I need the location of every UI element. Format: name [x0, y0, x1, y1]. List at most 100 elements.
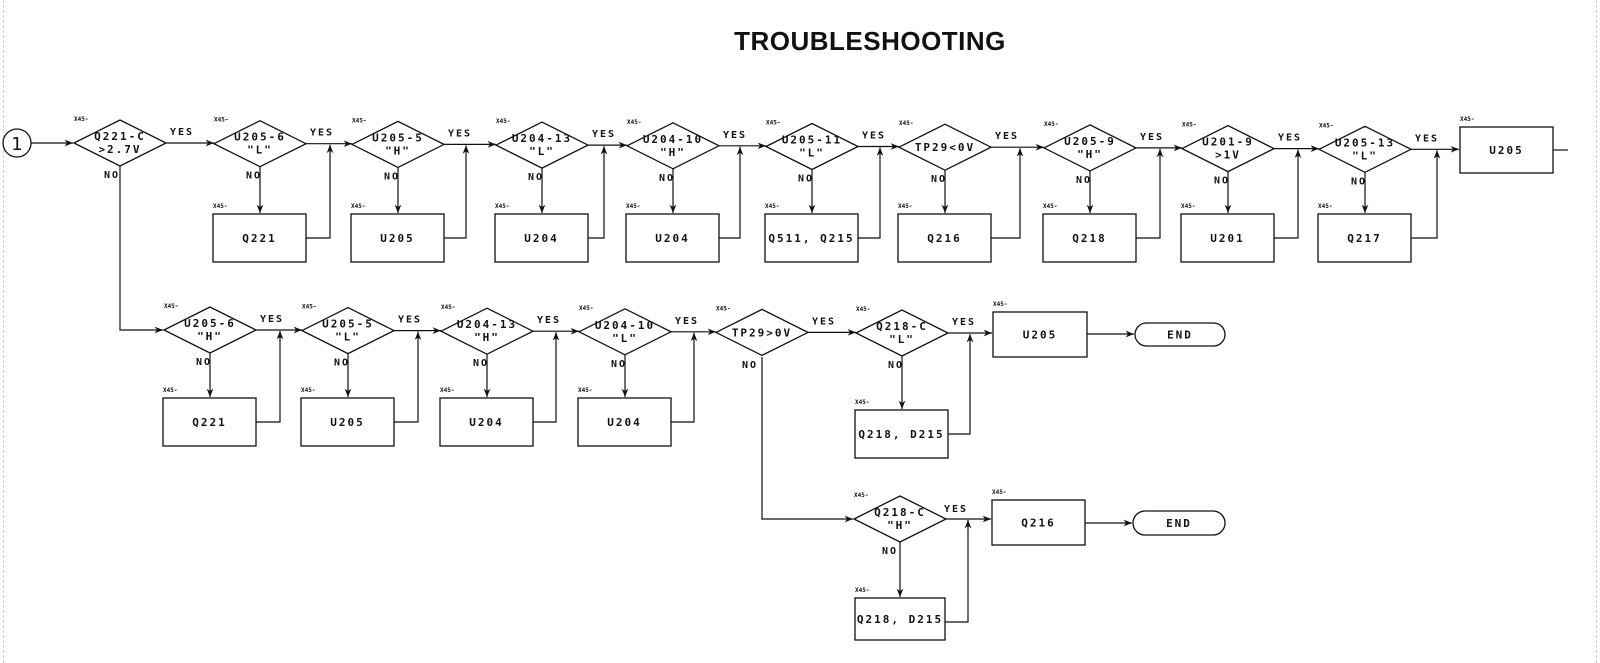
decision-condition: "L": [1352, 149, 1378, 162]
connector-arrow: [533, 332, 560, 423]
reference-label: X45-: [856, 306, 870, 313]
decision-condition: "H": [385, 144, 411, 157]
component-label: U205: [1023, 329, 1058, 342]
decision-test-point: U201-9: [1202, 136, 1254, 149]
reference-label: X45-: [1043, 203, 1057, 210]
decision-condition: "H": [474, 331, 500, 344]
decision-condition: "H": [660, 146, 686, 159]
component-label: Q216: [927, 232, 962, 245]
process-box: [1317, 213, 1412, 263]
reference-label: X45-: [1460, 116, 1474, 123]
decision-condition: "H": [1077, 148, 1103, 161]
reference-label: X45-: [992, 489, 1006, 496]
connector-arrow: [945, 520, 972, 623]
end-terminal: END: [1134, 322, 1226, 347]
process-box: [854, 597, 946, 641]
component-label: U201: [1210, 232, 1245, 245]
no-label: NO: [246, 171, 262, 182]
process-box: [162, 397, 257, 447]
decision-r1-5: U205-11"L"X45-: [764, 120, 860, 171]
no-label: NO: [334, 358, 350, 369]
reference-label: X45-: [302, 304, 316, 311]
no-label: NO: [882, 546, 898, 557]
no-label: NO: [104, 170, 120, 181]
fix-box-r1-8: U201 X45-: [1180, 203, 1275, 263]
connector-arrow: [719, 146, 744, 239]
result-box-row3: Q216 X45-: [991, 489, 1086, 546]
no-label: NO: [384, 171, 400, 182]
decision-r1-4: U204-10"H"X45-: [625, 119, 721, 170]
no-label: NO: [931, 174, 947, 185]
yes-label: YES: [537, 315, 561, 326]
no-label: NO: [1351, 176, 1367, 187]
component-label: Q221: [242, 232, 277, 245]
connector-arrow: [858, 147, 884, 239]
decision-r2-5: Q218-C"L"X45-: [854, 306, 950, 357]
decision-test-point: U205-5: [322, 318, 374, 331]
connector-arrow: [256, 331, 284, 423]
decision-test-point: U204-13: [512, 132, 572, 145]
decision-r1-3: U204-13"L"X45-: [494, 118, 590, 169]
component-label: Q218, D215: [858, 428, 944, 441]
no-label: NO: [473, 358, 489, 369]
component-label: Q216: [1021, 517, 1056, 530]
reference-label: X45-: [352, 117, 366, 124]
yes-label: YES: [812, 316, 836, 327]
reference-label: X45-: [626, 203, 640, 210]
reference-label: X45-: [855, 587, 869, 594]
component-label: U204: [524, 232, 559, 245]
decision-r1-7: U205-9"H"X45-: [1042, 121, 1138, 172]
decision-test-point: U204-13: [457, 318, 517, 331]
connector-arrow: [948, 334, 974, 435]
connector-arrow: [991, 148, 1024, 239]
end-terminal: END: [1132, 510, 1226, 536]
yes-label: YES: [1278, 133, 1302, 144]
decision-condition: >2.7V: [98, 143, 141, 156]
reference-label: X45-: [1181, 203, 1195, 210]
reference-label: X45-: [496, 118, 510, 125]
process-box: [897, 213, 992, 263]
decision-r1-2: U205-5"H" X45-: [350, 117, 446, 169]
no-label: NO: [1076, 175, 1092, 186]
no-label: NO: [798, 174, 814, 185]
terminal-shape: [1134, 322, 1226, 347]
component-label: U205: [380, 232, 415, 245]
yes-label: YES: [723, 130, 747, 141]
decision-test-point: U205-9: [1064, 135, 1116, 148]
yes-label: YES: [448, 128, 472, 139]
reference-label: X45-: [899, 120, 913, 127]
decision-test-point: U205-11: [782, 134, 842, 147]
reference-label: X45-: [163, 387, 177, 394]
reference-label: X45-: [441, 304, 455, 311]
decision-condition: >1V: [1215, 149, 1241, 162]
connector-arrow: [306, 144, 334, 239]
connector-arrow: [1274, 149, 1302, 239]
process-box: [1459, 126, 1554, 174]
reference-label: X45-: [1182, 122, 1196, 129]
reference-label: X45-: [74, 116, 88, 123]
decision-condition: "L": [247, 144, 273, 157]
connector-arrow: [119, 166, 163, 334]
yes-label: YES: [260, 314, 284, 325]
component-label: Q511, Q215: [768, 232, 854, 245]
reference-label: X45-: [716, 305, 730, 312]
decision-test-point: U205-5: [372, 131, 424, 144]
reference-label: X45-: [627, 119, 641, 126]
decision-test-point: Q221-C: [94, 130, 146, 143]
yes-label: YES: [944, 504, 968, 515]
decision-r2-0: U205-6"H"X45-: [162, 303, 258, 354]
page-title: TROUBLESHOOTING: [734, 26, 1006, 56]
reference-label: X45-: [855, 399, 869, 406]
connector-arrow: [761, 357, 853, 523]
yes-label: YES: [952, 317, 976, 328]
no-label: NO: [1214, 176, 1230, 187]
decision-r1-1: U205-6"L"X45-: [212, 117, 308, 168]
